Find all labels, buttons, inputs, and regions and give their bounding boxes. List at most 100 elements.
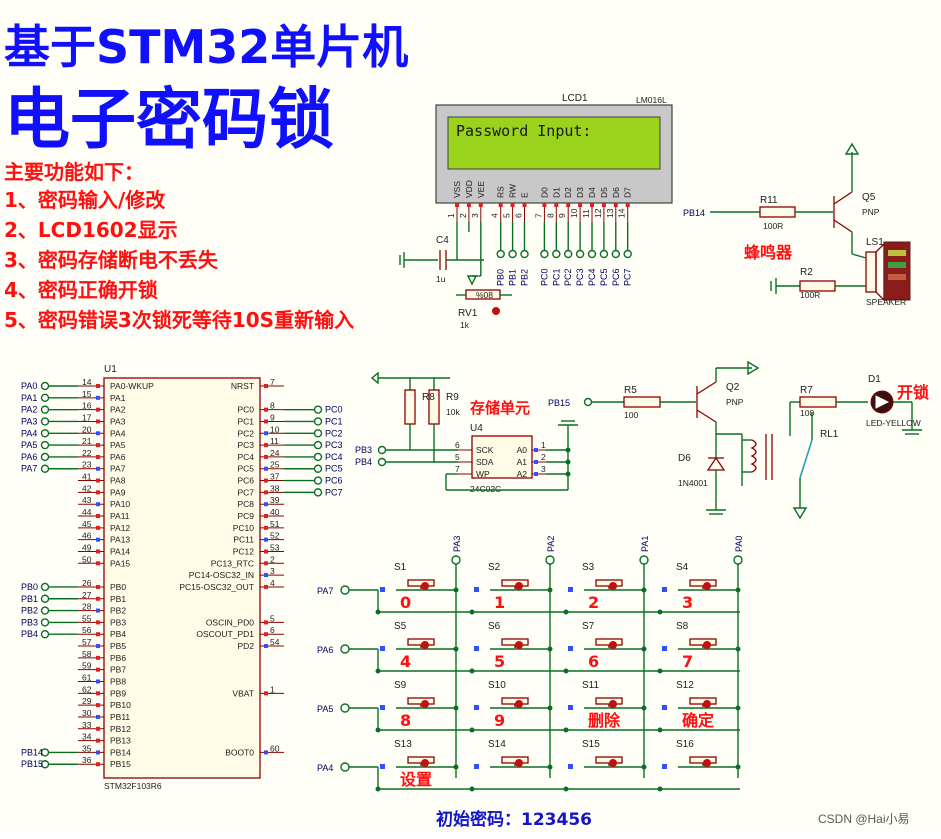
keypad-switch[interactable]: S15	[563, 739, 647, 792]
switch-button-icon	[595, 697, 623, 705]
switch-button-icon	[501, 697, 529, 705]
keypad-switch[interactable]: S32	[563, 562, 647, 615]
mcu-pin-name: BOOT0	[225, 747, 254, 757]
mcu-pin-name: PA11	[110, 511, 130, 521]
eeprom-net-pb3: PB3	[355, 445, 372, 455]
mcu-pin-number: 35	[82, 743, 92, 753]
mcu-net-label: PB0	[21, 582, 38, 592]
mcu-pin-name: PB10	[110, 700, 131, 710]
keypad-col-terminal	[451, 555, 461, 565]
lcd-pin-name: VDD	[464, 180, 474, 198]
keypad-switch[interactable]: S8 7	[657, 621, 741, 674]
r9-ref: R9	[446, 392, 459, 403]
switch-button-icon	[501, 756, 529, 764]
mcu-pin-name: PA2	[110, 405, 126, 415]
mcu-pin-name: PC0	[237, 405, 254, 415]
rl1-ref: RL1	[820, 429, 839, 440]
switch-button-icon	[501, 579, 529, 587]
mcu-terminal	[40, 606, 50, 615]
lcd-pin-number: 7	[533, 213, 543, 218]
keypad-switch[interactable]: S14	[469, 739, 553, 792]
r8-body	[404, 389, 416, 425]
r5-ref: R5	[624, 385, 637, 396]
lcd-pin-name: D7	[623, 187, 633, 198]
feature-5: 5、密码错误3次锁死等待10S重新输入	[4, 308, 354, 332]
keypad-col-label: PA2	[546, 536, 556, 552]
keypad-col-label: PA3	[452, 536, 462, 552]
mcu-pin-number: 8	[270, 401, 275, 411]
switch-ref: S11	[582, 680, 599, 691]
mcu-pin-name: PC2	[237, 428, 254, 438]
keypad-switch[interactable]: S10	[375, 562, 459, 615]
mcu-net-label: PC6	[325, 476, 343, 486]
mcu-pin-name: PC13_RTC	[211, 558, 254, 568]
switch-probe-icon	[515, 700, 523, 708]
key-label: 6	[588, 652, 599, 671]
switch-ref: S8	[676, 621, 689, 632]
mcu-pin-name: PA8	[110, 476, 126, 486]
mcu-pin-name: PC5	[237, 464, 254, 474]
mcu-pin-number: 36	[82, 755, 92, 765]
keypad-switch[interactable]: S16	[657, 739, 741, 792]
eeprom-pin-name: A2	[517, 469, 528, 479]
mcu-pin-number: 2	[270, 554, 275, 564]
lcd-pin-name: D1	[551, 187, 561, 198]
keypad-switch[interactable]: S43	[657, 562, 741, 615]
mcu-pin-number: 15	[82, 389, 92, 399]
feature-3: 3、密码存储断电不丢失	[4, 248, 219, 272]
switch-probe-icon	[515, 641, 523, 649]
mcu-net-label: PB15	[21, 759, 43, 769]
mcu-pin-number: 10	[270, 424, 280, 434]
mcu-pin-number: 24	[270, 448, 280, 458]
mcu-pin-name: PC9	[237, 511, 254, 521]
switch-ref: S15	[582, 739, 600, 750]
keypad-row-label: PA5	[317, 704, 333, 714]
mcu-pin-number: 40	[270, 507, 280, 517]
lcd-terminal	[623, 249, 632, 259]
keypad-switch[interactable]: S54	[375, 621, 459, 674]
r5-body	[623, 396, 661, 408]
r9-value: 10k	[446, 407, 460, 417]
lcd-model: LM016L	[636, 95, 667, 105]
mcu-pin-name: PB9	[110, 688, 126, 698]
key-label: 7	[682, 652, 693, 671]
mcu-body	[103, 377, 261, 779]
feature-4: 4、密码正确开锁	[4, 278, 158, 302]
keypad-col-terminal	[639, 555, 649, 565]
lcd-terminal-label: PB1	[508, 269, 518, 286]
mcu-pin-name: PB1	[110, 594, 126, 604]
lcd-pin-name: RW	[508, 184, 518, 198]
mcu-net-label: PC4	[325, 452, 343, 462]
keypad-row-terminal	[340, 585, 350, 595]
lcd-pin-number: 14	[617, 208, 627, 218]
mcu-pin-number: 55	[82, 613, 92, 623]
lcd-pin-number: 4	[490, 213, 500, 218]
mcu-pin-name: PB0	[110, 582, 126, 592]
mcu-terminal	[40, 405, 50, 414]
d1-part: LED-YELLOW	[866, 418, 921, 428]
switch-button-icon	[407, 756, 435, 764]
keypad-switch[interactable]: S76	[563, 621, 647, 674]
switch-probe-icon	[609, 641, 617, 649]
mcu-terminal	[313, 488, 323, 497]
mcu-pin-number: 4	[270, 578, 275, 588]
keypad-switch[interactable]: S65	[469, 621, 553, 674]
switch-ref: S13	[394, 739, 412, 750]
lcd-pin-number: 5	[502, 213, 512, 218]
keypad-switch[interactable]: S98	[375, 680, 459, 733]
lcd-terminal	[575, 249, 585, 259]
keypad-switch[interactable]: S21	[469, 562, 553, 615]
lcd-pin-number: 9	[557, 213, 567, 218]
switch-ref: S6	[488, 621, 501, 632]
lcd-terminal	[611, 249, 620, 259]
lcd-pin-number: 11	[581, 209, 591, 218]
feature-1: 1、密码输入/修改	[4, 188, 166, 212]
rv1-ref: RV1	[458, 308, 478, 319]
title-line2: 电子密码锁	[4, 81, 334, 158]
mcu-pin-name: PC8	[237, 499, 254, 509]
mcu-pin-name: PC11	[233, 535, 254, 545]
